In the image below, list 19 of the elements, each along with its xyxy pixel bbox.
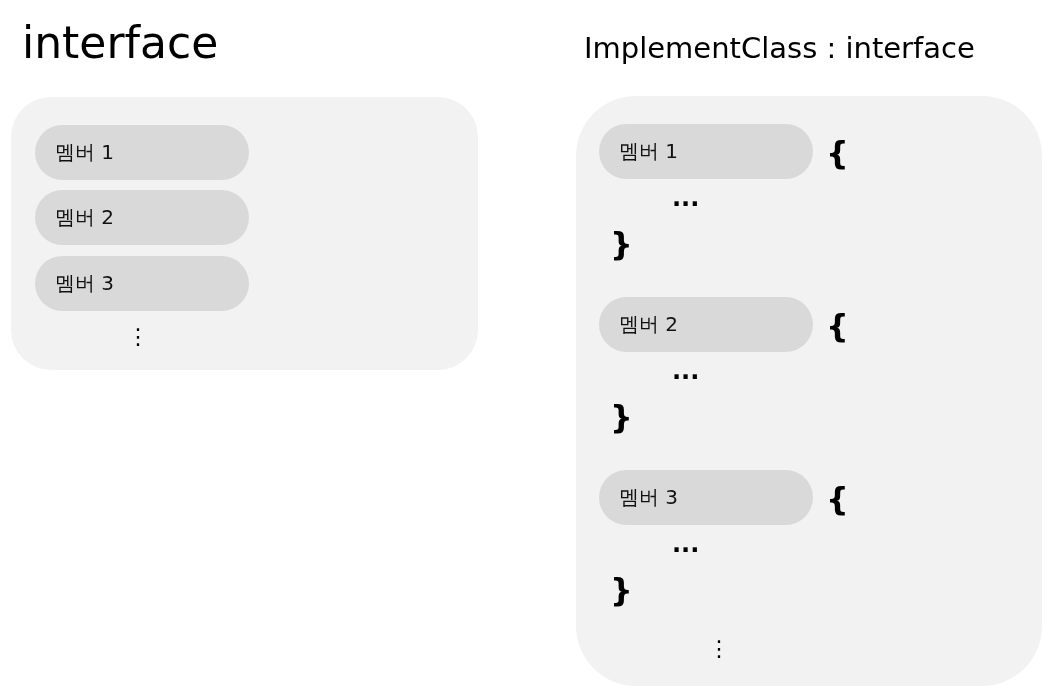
code-symbol: ...: [672, 532, 700, 556]
ellipsis: ⋮: [127, 326, 149, 348]
code-symbol: ...: [672, 186, 700, 210]
code-symbol: }: [610, 574, 633, 606]
heading: interface: [22, 21, 219, 65]
member-pill: 멤버 3: [599, 470, 813, 525]
member-pill: 멤버 2: [599, 297, 813, 352]
code-symbol: {: [826, 483, 849, 515]
heading: ImplementClass : interface: [584, 34, 975, 63]
member-pill: 멤버 2: [35, 190, 249, 245]
member-pill: 멤버 1: [35, 125, 249, 180]
code-symbol: {: [826, 137, 849, 169]
ellipsis: ⋮: [708, 638, 730, 660]
code-symbol: }: [610, 401, 633, 433]
member-pill: 멤버 3: [35, 256, 249, 311]
code-symbol: }: [610, 228, 633, 260]
member-pill: 멤버 1: [599, 124, 813, 179]
code-symbol: ...: [672, 359, 700, 383]
code-symbol: {: [826, 310, 849, 342]
